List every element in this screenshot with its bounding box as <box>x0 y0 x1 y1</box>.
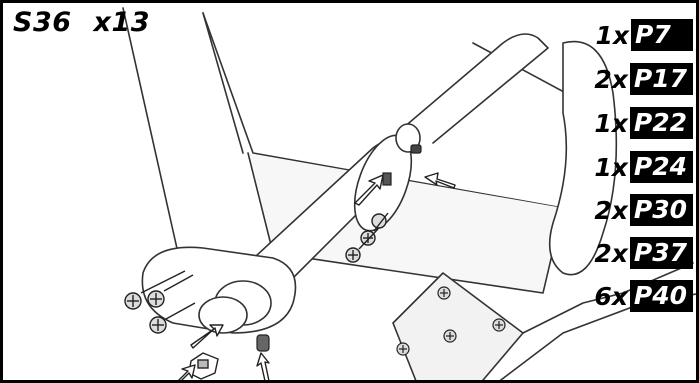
part-id: P37 <box>630 237 693 269</box>
part-qty: 2x <box>594 239 628 268</box>
step-number: S36 <box>13 7 72 38</box>
part-qty: 2x <box>594 196 628 225</box>
left-beam <box>123 8 178 253</box>
part-row: 2x P30 <box>594 194 693 226</box>
part-qty: 6x <box>594 282 628 311</box>
part-row: 2x P37 <box>594 237 693 269</box>
part-id: P22 <box>630 107 693 139</box>
part-id: P40 <box>630 280 693 312</box>
part-qty: 1x <box>594 153 628 182</box>
part-row: 1x P24 <box>594 151 693 183</box>
part-id: P24 <box>630 151 693 183</box>
part-row: 1x P7 <box>595 19 693 51</box>
part-row: 1x P22 <box>594 107 693 139</box>
upper-rod <box>403 34 548 143</box>
part-qty: 2x <box>594 65 628 94</box>
part-qty: 1x <box>595 21 629 50</box>
assembly-illustration <box>3 3 699 383</box>
part-id: P30 <box>630 194 693 226</box>
part-row: 2x P17 <box>594 63 693 95</box>
step-label: S36 x13 <box>13 7 172 38</box>
part-qty: 1x <box>594 109 628 138</box>
part-id: P7 <box>631 19 693 51</box>
step-multiplier: x13 <box>94 7 151 38</box>
part-id: P17 <box>630 63 693 95</box>
part-row: 6x P40 <box>594 280 693 312</box>
left-beam-2 <box>203 13 243 153</box>
